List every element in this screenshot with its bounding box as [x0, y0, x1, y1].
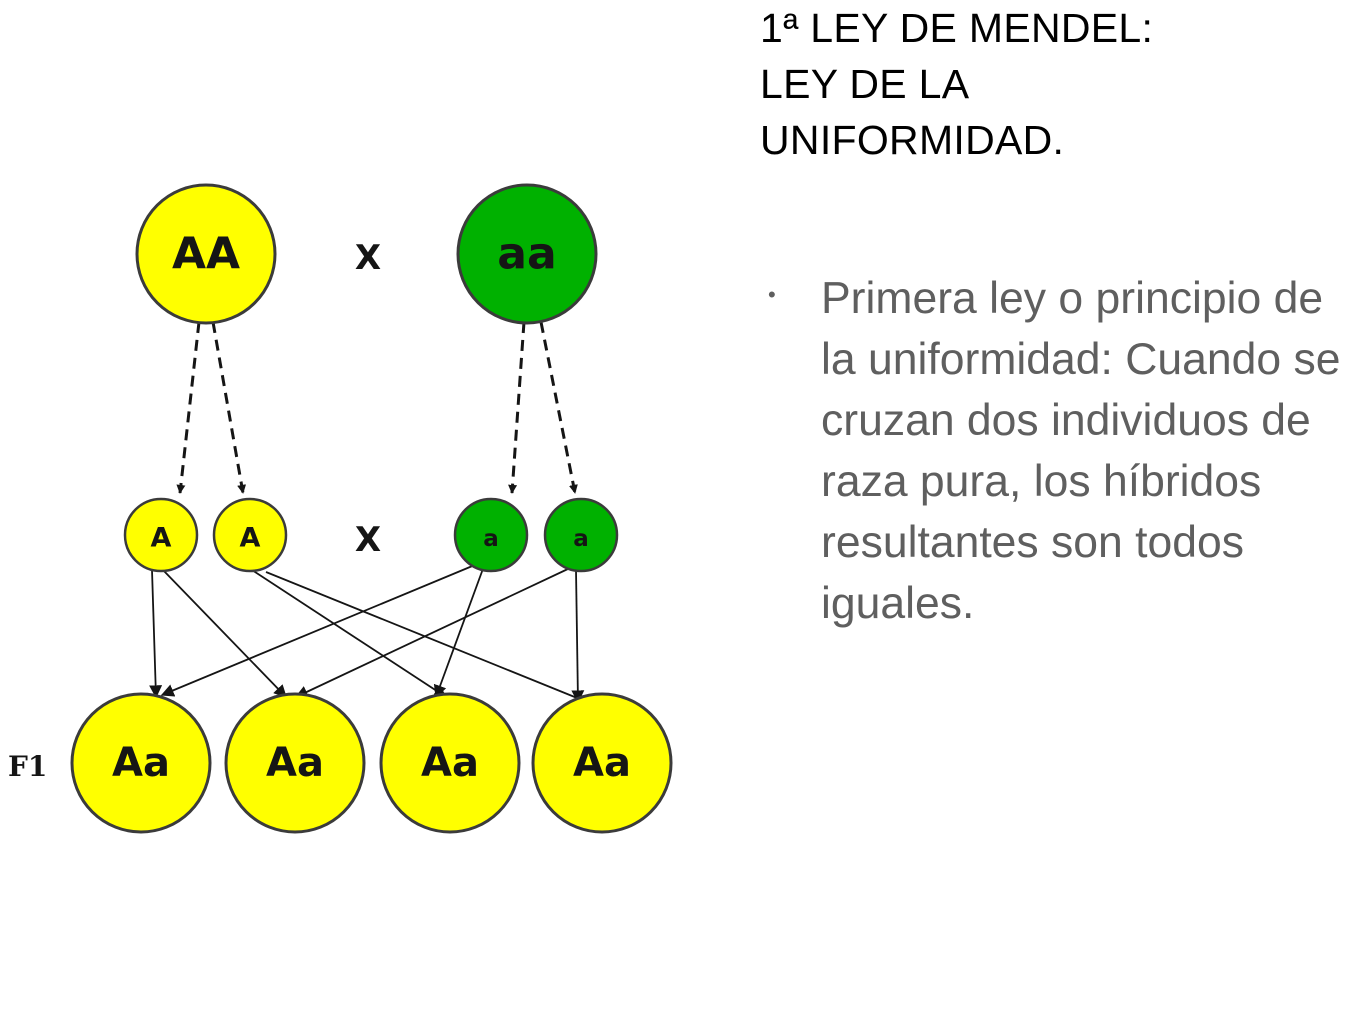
gamete-4-circle	[543, 497, 619, 573]
arrow-g3-to-o3	[433, 565, 485, 699]
gamete-1-label: A	[151, 523, 172, 554]
gamete-to-f1-arrows	[149, 561, 589, 704]
slide-title: 1ª LEY DE MENDEL: LEY DE LA UNIFORMIDAD.	[760, 0, 1320, 168]
arrow-aa-left-to-gamete-1	[176, 321, 201, 494]
bullet-text: Primera ley o principio de la uniformida…	[821, 274, 1341, 628]
bullet-dot-icon: •	[768, 282, 776, 307]
gamete-row: A A X a a	[123, 497, 619, 573]
arrow-g2-to-o3	[251, 569, 448, 698]
mendel-cross-diagram: AA X aa A A X a a F1 Aa Aa Aa Aa	[8, 183, 673, 834]
gamete-1-circle	[123, 497, 199, 573]
f1-offspring-1-circle	[70, 692, 212, 834]
gamete-2-circle	[212, 497, 288, 573]
parent-aa-dominant-circle	[135, 183, 277, 325]
f1-offspring-1-label: Aa	[112, 740, 170, 786]
parent-to-gamete-arrows	[176, 321, 578, 494]
f1-generation-label: F1	[8, 750, 47, 783]
title-line-2: LEY DE LA	[760, 61, 970, 107]
arrow-g2-to-o4	[265, 571, 589, 704]
arrow-g1-to-o1	[149, 569, 163, 699]
gamete-4-label: a	[573, 526, 589, 552]
f1-offspring-3-label: Aa	[421, 740, 479, 786]
f1-offspring-4-circle	[531, 692, 673, 834]
gamete-3-circle	[453, 497, 529, 573]
arrow-aa-left-to-gamete-2	[211, 321, 247, 494]
parent-cross-symbol: X	[355, 238, 381, 278]
arrow-g4-to-o2	[294, 567, 571, 698]
parent-generation: AA X aa	[135, 183, 598, 325]
title-line-3: UNIFORMIDAD.	[760, 117, 1065, 163]
arrow-g1-to-o2	[162, 569, 287, 698]
title-line-1: 1ª LEY DE MENDEL:	[760, 5, 1154, 51]
arrow-aa-right-to-gamete-4	[539, 321, 578, 494]
gamete-cross-symbol: X	[355, 520, 381, 560]
parent-aa-dominant-label: AA	[172, 229, 240, 280]
arrow-g3-to-o1	[160, 561, 483, 697]
f1-offspring-4-label: Aa	[573, 740, 631, 786]
f1-offspring-2-circle	[224, 692, 366, 834]
parent-aa-recessive-circle	[456, 183, 598, 325]
gamete-2-label: A	[240, 523, 261, 554]
parent-aa-recessive-label: aa	[497, 229, 556, 280]
f1-offspring-2-label: Aa	[266, 740, 324, 786]
f1-offspring-3-circle	[379, 692, 521, 834]
arrow-aa-right-to-gamete-3	[508, 321, 526, 494]
gamete-3-label: a	[483, 526, 499, 552]
f1-generation: F1 Aa Aa Aa Aa	[8, 692, 673, 834]
bullet-list: • Primera ley o principio de la uniformi…	[768, 268, 1348, 634]
arrow-g4-to-o4	[571, 569, 585, 704]
